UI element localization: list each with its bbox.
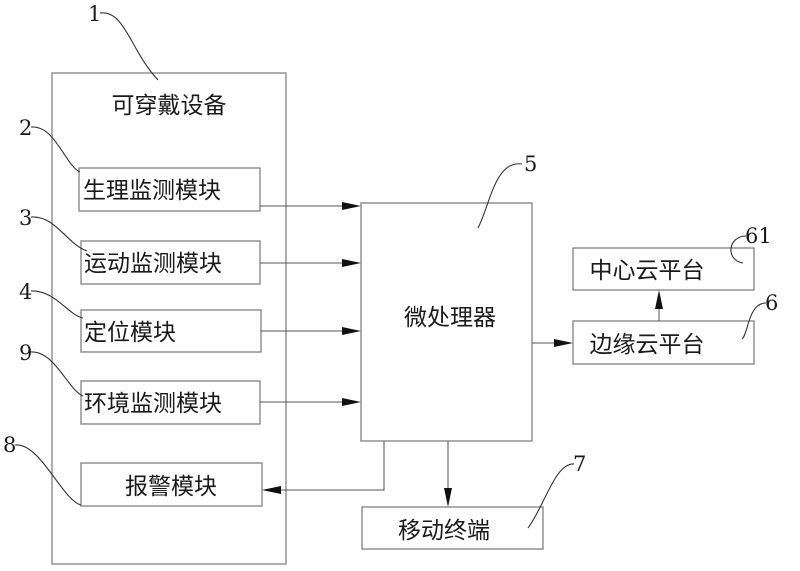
svg-text:7: 7 [573,452,586,476]
physiological-monitoring-label: 生理监测模块 [83,178,221,204]
svg-text:8: 8 [3,433,16,457]
ref-label-6: 6 [741,291,778,340]
physiological-monitoring-module: 生理监测模块 [78,167,261,212]
ref-label-9: 9 [19,341,84,397]
ref-label-5: 5 [477,152,537,229]
ref-label-8: 8 [3,433,82,506]
svg-text:61: 61 [745,224,772,248]
connector-processor-to-mobile [444,441,452,507]
arrowhead-icon [262,486,281,494]
connector-processor-to-edge-cloud [532,339,573,347]
microprocessor-block: 微处理器 [360,202,533,442]
connector-motion-to-processor [260,259,361,267]
arrowhead-icon [342,259,361,267]
arrowhead-icon [554,339,573,347]
motion-monitoring-label: 运动监测模块 [84,251,222,277]
environment-monitoring-label: 环境监测模块 [84,391,222,417]
environment-monitoring-module: 环境监测模块 [80,380,261,425]
arrowhead-icon [655,290,663,309]
central-cloud-platform: 中心云平台 [572,247,755,291]
connector-physiological-to-processor [260,202,361,210]
central-cloud-label: 中心云平台 [590,258,705,284]
svg-text:2: 2 [19,116,32,140]
ref-label-4: 4 [19,280,84,319]
wearable-device-container [51,72,287,565]
arrowhead-icon [342,202,361,210]
ref-label-7: 7 [527,452,586,529]
alarm-label: 报警模块 [125,474,217,500]
connector-positioning-to-processor [261,327,361,335]
svg-text:6: 6 [765,291,778,315]
edge-cloud-platform: 边缘云平台 [572,320,755,365]
connector-processor-to-alarm [262,441,385,494]
positioning-module: 定位模块 [80,309,262,353]
ref-label-2: 2 [19,116,81,173]
mobile-terminal-label: 移动终端 [398,518,490,544]
connector-edge-to-central-cloud [655,290,663,321]
ref-label-61: 61 [730,224,772,264]
arrowhead-icon [342,327,361,335]
wearable-device-title: 可穿戴设备 [112,93,227,119]
arrowhead-icon [444,488,452,507]
svg-text:9: 9 [19,341,32,365]
positioning-label: 定位模块 [84,320,176,346]
alarm-module: 报警模块 [80,462,263,507]
svg-text:3: 3 [19,206,32,230]
svg-text:1: 1 [88,2,101,26]
svg-text:5: 5 [524,152,537,176]
svg-text:4: 4 [19,280,32,304]
edge-cloud-label: 边缘云平台 [590,332,705,358]
ref-label-3: 3 [19,206,88,252]
connector-environment-to-processor [260,398,361,406]
ref-label-1: 1 [88,2,159,81]
microprocessor-label: 微处理器 [404,305,496,331]
arrowhead-icon [342,398,361,406]
mobile-terminal: 移动终端 [361,506,544,550]
motion-monitoring-module: 运动监测模块 [80,240,261,285]
